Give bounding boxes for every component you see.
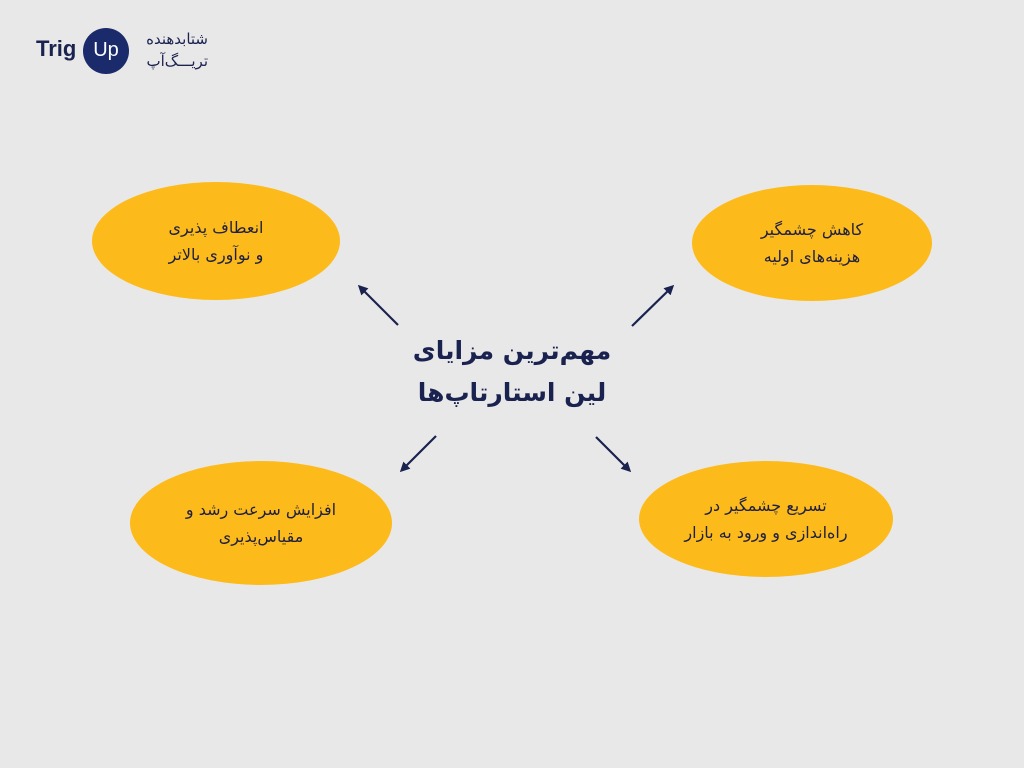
arrow-to-top-left xyxy=(357,284,399,326)
center-title-line2: لین استارتاپ‌ها xyxy=(417,378,607,407)
node-top-right-line2: هزینه‌های اولیه xyxy=(763,247,861,266)
arrow-to-bottom-left xyxy=(399,435,437,473)
node-bottom-left: افزایش سرعت رشد و مقیاس‌پذیری xyxy=(130,461,392,585)
brand-logo: Trig Up شتابدهنده تریـــگ‌آپ xyxy=(36,26,226,76)
node-bottom-right-line2: راه‌اندازی و ورود به بازار xyxy=(684,523,848,542)
node-bottom-left-line1: افزایش سرعت رشد و xyxy=(185,500,337,519)
node-top-right: کاهش چشمگیر هزینه‌های اولیه xyxy=(692,185,932,301)
node-bottom-left-text: افزایش سرعت رشد و مقیاس‌پذیری xyxy=(186,496,336,550)
logo-fa-line2: تریـــگ‌آپ xyxy=(146,52,208,70)
node-top-left-text: انعطاف پذیری و نوآوری بالاتر xyxy=(169,214,264,268)
logo-up-circle: Up xyxy=(83,28,129,74)
node-bottom-left-line2: مقیاس‌پذیری xyxy=(218,527,304,546)
logo-fa-line1: شتابدهنده xyxy=(146,30,208,48)
arrow-to-top-right xyxy=(631,284,675,327)
node-top-left: انعطاف پذیری و نوآوری بالاتر xyxy=(92,182,340,300)
logo-persian-text: شتابدهنده تریـــگ‌آپ xyxy=(136,28,208,72)
logo-up-text: Up xyxy=(93,39,119,61)
logo-trig-text: Trig xyxy=(36,36,77,61)
arrow-to-bottom-right xyxy=(595,436,632,473)
center-title-line1: مهم‌ترین مزایای xyxy=(412,336,612,365)
node-bottom-right: تسریع چشمگیر در راه‌اندازی و ورود به باز… xyxy=(639,461,893,577)
node-top-left-line1: انعطاف پذیری xyxy=(168,218,264,237)
node-bottom-right-line1: تسریع چشمگیر در xyxy=(705,496,827,515)
node-top-right-line1: کاهش چشمگیر xyxy=(760,220,864,239)
node-top-right-text: کاهش چشمگیر هزینه‌های اولیه xyxy=(761,216,863,270)
node-top-left-line2: و نوآوری بالاتر xyxy=(168,245,264,264)
diagram-center-title: مهم‌ترین مزایای لین استارتاپ‌ها xyxy=(362,330,662,414)
node-bottom-right-text: تسریع چشمگیر در راه‌اندازی و ورود به باز… xyxy=(684,492,847,546)
